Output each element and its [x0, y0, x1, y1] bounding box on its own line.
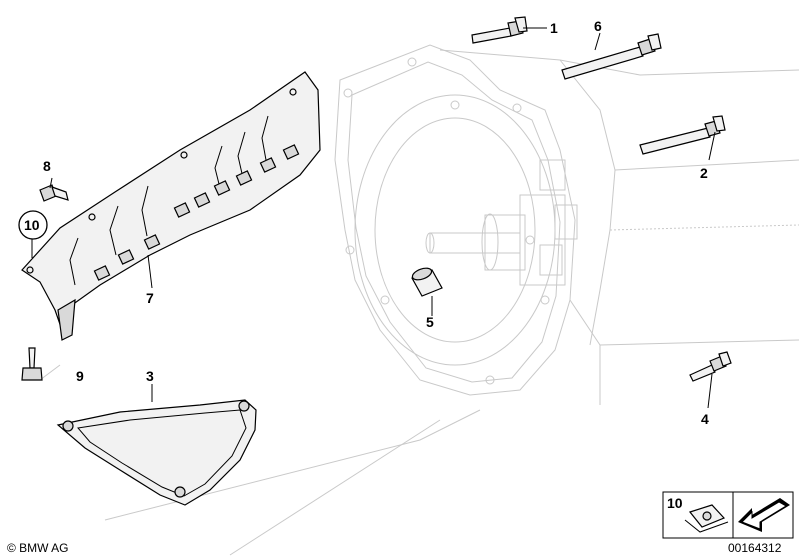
legend-box: 10: [662, 491, 794, 539]
callout-9: 9: [76, 368, 84, 384]
clip-nut-icon: [684, 504, 729, 533]
dowel-sleeve-part-5: [411, 267, 443, 297]
cover-plate-part-3: [56, 399, 257, 506]
callout-10-circle: [18, 210, 48, 240]
callout-1: 1: [550, 20, 558, 36]
footer: © BMW AG 00164312: [7, 541, 782, 555]
callout-5: 5: [426, 314, 434, 330]
callout-labels: 1 6 2 4 5 7 8 9 3 10: [18, 18, 709, 427]
leader-lines: [31, 27, 716, 409]
bolt-part-6: [561, 33, 662, 80]
heat-shield-part-7: [21, 71, 321, 341]
bolt-part-8: [39, 184, 69, 202]
callout-10: 10: [24, 217, 40, 233]
legend-box-label: 10: [667, 495, 683, 511]
callout-3: 3: [146, 368, 154, 384]
screw-part-9: [21, 347, 43, 381]
bolt-part-2: [639, 115, 726, 155]
callout-6: 6: [594, 18, 602, 34]
callout-2: 2: [700, 165, 708, 181]
copyright-label: © BMW AG: [7, 541, 69, 555]
callout-7: 7: [146, 290, 154, 306]
bolt-part-1: [471, 16, 528, 44]
arrow-icon: [738, 498, 790, 532]
callout-8: 8: [43, 158, 51, 174]
diagram-number: 00164312: [728, 541, 782, 555]
callout-4: 4: [701, 411, 709, 427]
bolt-part-4: [689, 351, 732, 382]
